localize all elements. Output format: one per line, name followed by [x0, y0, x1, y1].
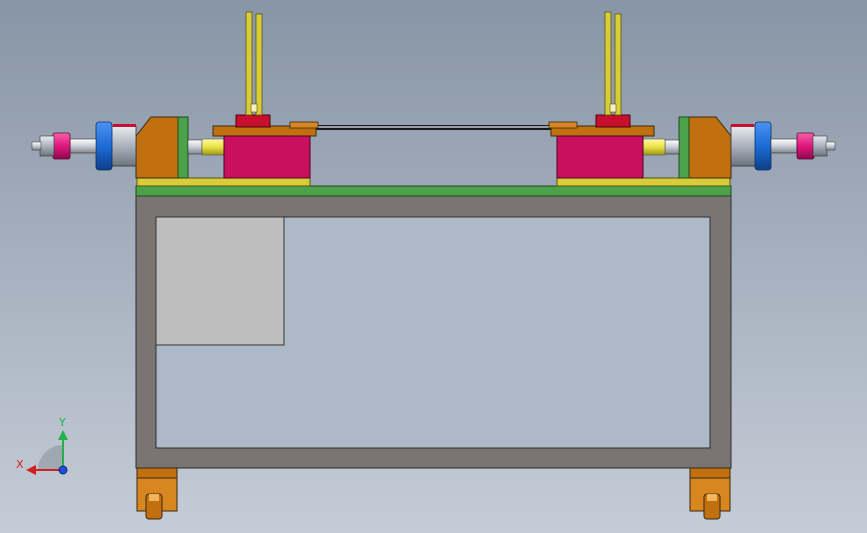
right-clamp-assembly[interactable] [548, 11, 732, 179]
right-foot[interactable] [689, 467, 731, 520]
left-base-plate[interactable] [136, 177, 311, 187]
left-pneumatic-cylinder[interactable] [31, 121, 137, 171]
x-axis-label: X [16, 458, 24, 471]
right-pneumatic-cylinder[interactable] [730, 121, 836, 171]
top-mounting-plate[interactable] [135, 185, 732, 197]
guide-rod[interactable] [316, 125, 552, 130]
z-axis-dot [58, 465, 68, 475]
triad-plane-arc [38, 445, 63, 470]
left-clamp-assembly[interactable] [135, 11, 319, 179]
left-foot[interactable] [136, 467, 178, 520]
y-axis-label: Y [58, 416, 66, 429]
control-panel[interactable] [155, 216, 285, 346]
right-base-plate[interactable] [556, 177, 731, 187]
coordinate-triad: Y X [16, 416, 68, 475]
